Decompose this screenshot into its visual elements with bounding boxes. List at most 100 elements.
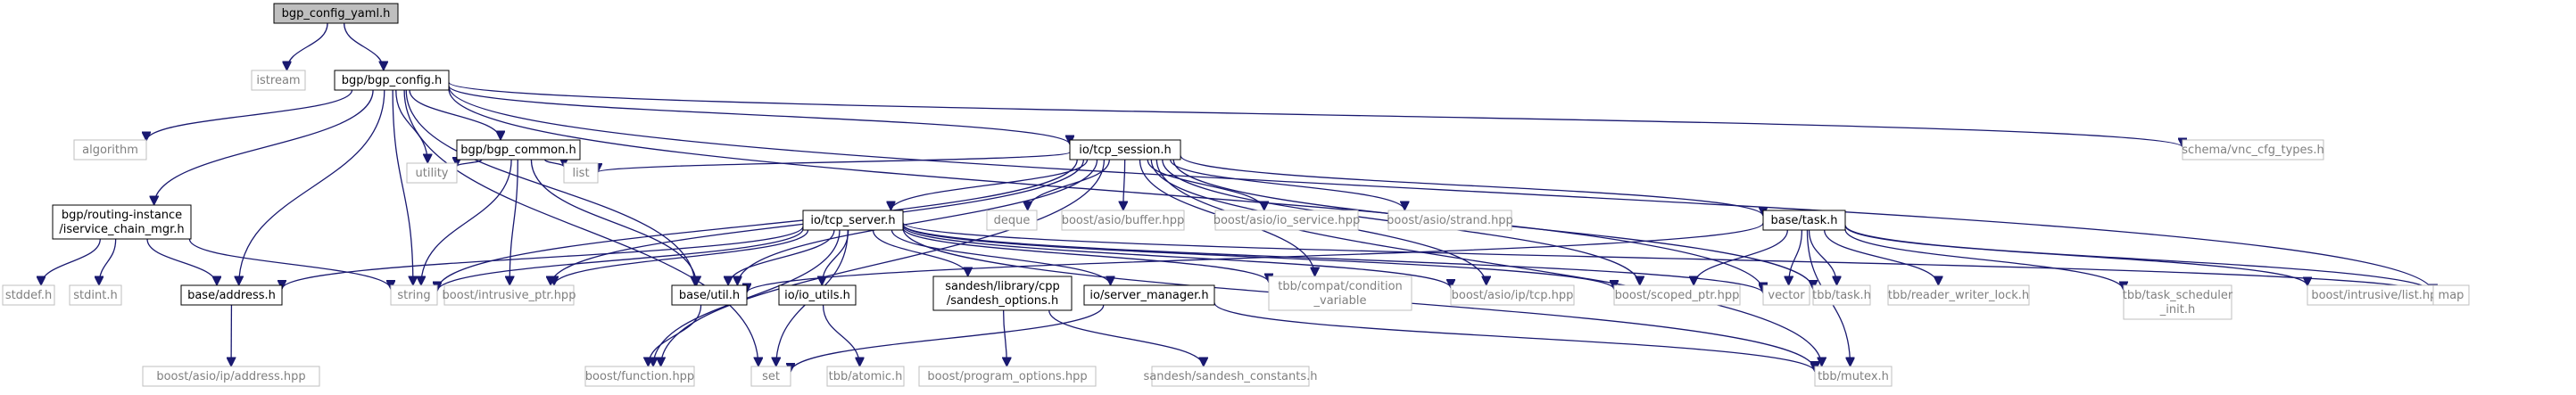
- edge-tcp-session-to-asio-io-service: [1147, 159, 1264, 211]
- edge-bgp-config-to-service-chain: [154, 89, 374, 205]
- node-sandesh-options[interactable]: sandesh/library/cpp/sandesh_options.h: [932, 276, 1073, 311]
- node-vnc-cfg: schema/vnc_cfg_types.h: [2182, 139, 2324, 160]
- edge-base-task-to-map: [1844, 225, 2433, 293]
- node-tbb-condvar-box: [1268, 276, 1412, 311]
- node-asio-ip-tcp: boost/asio/ip/tcp.hpp: [1450, 284, 1575, 306]
- node-utility-box: [406, 162, 458, 184]
- node-tbb-scheduler: tbb/task_scheduler_init.h: [2123, 284, 2233, 320]
- node-intrusive-ptr-box: [443, 284, 575, 306]
- edge-bgp-config-to-tcp-session: [448, 85, 1070, 145]
- edge-base-task-to-tbb-scheduler: [1844, 228, 2124, 291]
- node-bgp-config-label: bgp/bgp_config.h: [342, 74, 443, 87]
- edge-bgp-config-to-map: [448, 86, 2433, 293]
- node-bgp-common-label: bgp/bgp_common.h: [460, 144, 576, 157]
- node-tcp-session[interactable]: io/tcp_session.h: [1069, 139, 1181, 160]
- node-tcp-server-box: [802, 210, 904, 231]
- node-base-task-box: [1762, 210, 1846, 231]
- node-utility: utility: [406, 162, 458, 184]
- node-set-box: [750, 366, 791, 387]
- node-base-task[interactable]: base/task.h: [1762, 210, 1846, 231]
- node-tbb-rwlock: tbb/reader_writer_lock.h: [1887, 284, 2030, 306]
- node-set-label: set: [762, 370, 780, 383]
- node-intrusive-ptr-label: boost/intrusive_ptr.hpp: [443, 289, 576, 302]
- node-root-box: [273, 3, 399, 24]
- node-server-manager[interactable]: io/server_manager.h: [1083, 284, 1215, 306]
- node-intrusive-ptr: boost/intrusive_ptr.hpp: [443, 284, 576, 306]
- node-asio-io-service-label: boost/asio/io_service.hpp: [1213, 214, 1361, 227]
- node-sandesh-constants: sandesh/sandesh_constants.h: [1143, 366, 1318, 387]
- dependency-edges: [41, 22, 2433, 373]
- edge-bgp-config-to-vnc-cfg: [448, 81, 2183, 148]
- node-base-address[interactable]: base/address.h: [180, 284, 283, 306]
- node-stdint: stdint.h: [69, 284, 122, 306]
- node-asio-strand-box: [1387, 210, 1512, 231]
- edge-tcp-session-to-asio-strand: [1170, 159, 1405, 211]
- node-vnc-cfg-box: [2182, 139, 2324, 160]
- edge-tcp-server-to-string: [437, 228, 804, 292]
- edge-bgp-config-to-base-util: [405, 89, 695, 285]
- node-stddef-label: stddef.h: [5, 289, 52, 302]
- node-boost-function-label: boost/function.hpp: [585, 370, 694, 383]
- node-io-utils[interactable]: io/io_utils.h: [778, 284, 857, 306]
- node-intrusive-list-label: boost/intrusive/list.hpp: [2311, 289, 2444, 302]
- node-string-label: string: [397, 289, 430, 302]
- edge-service-chain-to-stddef: [41, 238, 101, 286]
- node-asio-ip-address-box: [142, 366, 320, 387]
- node-service-chain-label: /iservice_chain_mgr.h: [59, 223, 184, 236]
- edge-tcp-server-to-server-manager: [890, 229, 1110, 286]
- edge-bgp-common-to-base-util: [530, 159, 696, 285]
- node-tcp-session-label: io/tcp_session.h: [1079, 144, 1171, 157]
- node-asio-buffer-box: [1061, 210, 1185, 231]
- node-utility-label: utility: [416, 167, 449, 180]
- node-deque-box: [986, 210, 1038, 231]
- edge-bgp-config-to-bgp-common: [409, 89, 501, 141]
- edge-base-task-to-scoped-ptr: [1694, 229, 1788, 286]
- edge-tcp-server-to-asio-ip-tcp: [902, 226, 1451, 289]
- node-boost-function-box: [584, 366, 695, 387]
- node-asio-strand: boost/asio/strand.hpp: [1387, 210, 1513, 231]
- node-base-util[interactable]: base/util.h: [671, 284, 748, 306]
- edge-base-task-to-tbb-task: [1808, 229, 1837, 285]
- node-vnc-cfg-label: schema/vnc_cfg_types.h: [2182, 144, 2323, 157]
- node-sandesh-constants-box: [1151, 366, 1310, 387]
- node-map: map: [2432, 284, 2470, 306]
- node-asio-buffer: boost/asio/buffer.hpp: [1061, 210, 1185, 231]
- node-set: set: [750, 366, 791, 387]
- edge-bgp-config-to-algorithm: [146, 89, 353, 142]
- node-bgp-common-box: [456, 139, 581, 160]
- node-asio-ip-address: boost/asio/ip/address.hpp: [142, 366, 320, 387]
- node-tbb-rwlock-box: [1887, 284, 2030, 306]
- edge-base-task-to-base-util: [747, 222, 1764, 293]
- node-intrusive-list: boost/intrusive/list.hpp: [2307, 284, 2449, 306]
- edge-bgp-common-to-string: [421, 159, 512, 285]
- edge-tcp-session-to-base-task: [1180, 155, 1763, 217]
- node-istream-label: istream: [256, 74, 300, 87]
- node-sandesh-options-label: /sandesh_options.h: [947, 294, 1058, 308]
- edge-base-task-to-vector: [1789, 229, 1803, 285]
- edge-bgp-common-to-list: [543, 160, 564, 168]
- edge-tcp-server-to-map: [902, 222, 2433, 295]
- edge-server-manager-to-set: [791, 304, 1105, 373]
- edge-sandesh-options-to-sandesh-constants: [1048, 309, 1204, 367]
- node-list: list: [563, 162, 599, 184]
- node-tcp-session-box: [1069, 139, 1181, 160]
- node-istream: istream: [251, 70, 306, 91]
- node-tcp-server[interactable]: io/tcp_server.h: [802, 210, 904, 231]
- edge-bgp-config-to-set: [403, 89, 758, 366]
- node-tbb-atomic-label: tbb/atomic.h: [829, 370, 903, 383]
- node-base-address-box: [180, 284, 283, 306]
- node-io-utils-box: [778, 284, 857, 306]
- node-service-chain[interactable]: bgp/routing-instance/iservice_chain_mgr.…: [52, 204, 192, 240]
- node-program-options: boost/program_options.hpp: [918, 366, 1097, 387]
- edge-tcp-session-to-asio-buffer: [1123, 159, 1125, 210]
- node-boost-function: boost/function.hpp: [584, 366, 695, 387]
- edge-tcp-session-to-list: [598, 152, 1071, 173]
- node-asio-ip-address-label: boost/asio/ip/address.hpp: [156, 370, 305, 383]
- node-stdint-box: [69, 284, 122, 306]
- node-asio-strand-label: boost/asio/strand.hpp: [1387, 214, 1513, 227]
- node-bgp-common[interactable]: bgp/bgp_common.h: [456, 139, 581, 160]
- node-tbb-scheduler-label: tbb/task_scheduler: [2123, 289, 2233, 302]
- edge-tcp-server-to-vector: [902, 224, 1763, 294]
- node-bgp-config[interactable]: bgp/bgp_config.h: [334, 70, 450, 91]
